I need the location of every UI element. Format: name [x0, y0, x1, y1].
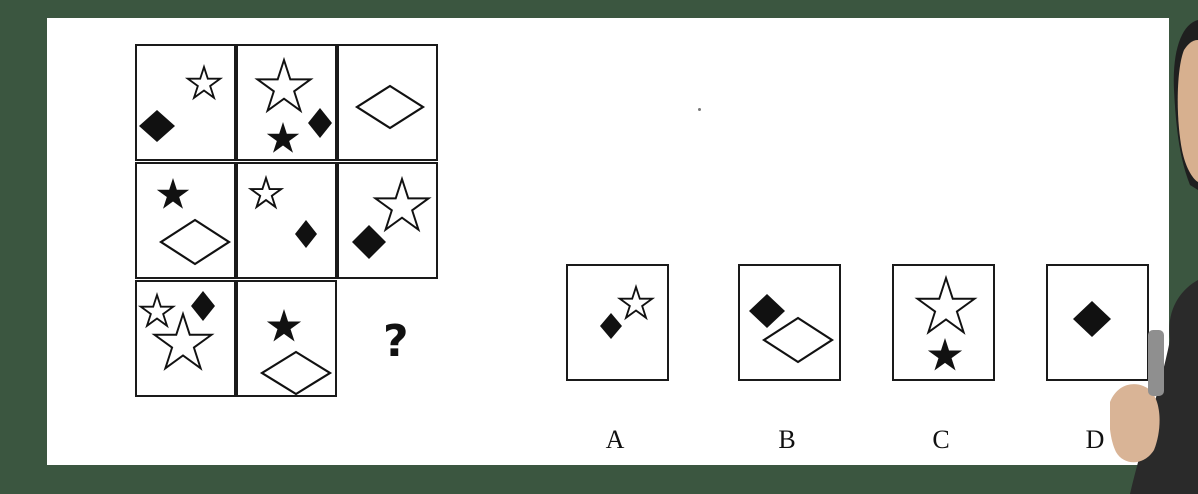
diamond-outline-icon [761, 316, 835, 364]
option-shapes [1073, 301, 1111, 337]
grid-cell-r1c1 [135, 44, 236, 161]
question-mark: ? [383, 316, 409, 367]
grid-cell-r1c3 [337, 44, 438, 161]
cell-shapes [139, 46, 236, 142]
diamond-outline-icon [158, 218, 232, 266]
cell-shapes [238, 164, 317, 248]
diamond-outline-icon [354, 84, 426, 130]
option-b-box[interactable] [738, 264, 841, 381]
diamond-filled-icon [1073, 301, 1111, 337]
option-c-label: C [932, 425, 950, 454]
diamond-filled-icon [749, 294, 785, 328]
option-b-label: B [778, 425, 796, 454]
option-d-label: D [1085, 425, 1105, 454]
option-shapes [894, 266, 993, 371]
option-shapes [749, 294, 835, 364]
cell-shapes [354, 84, 426, 130]
grid-cell-r2c3 [337, 162, 438, 279]
star-outline-icon [917, 278, 974, 332]
diamond-filled-icon [295, 220, 317, 248]
puzzle-grid: ? [135, 44, 440, 400]
option-shapes [600, 266, 667, 339]
diamond-filled-icon [352, 225, 386, 259]
cell-shapes [156, 178, 232, 266]
cell-shapes [238, 46, 332, 153]
star-filled-icon [266, 122, 300, 153]
diamond-filled-icon [308, 108, 332, 138]
grid-cell-r3c1 [135, 280, 236, 397]
grid-cell-r3c2 [236, 280, 337, 397]
star-outline-icon [620, 287, 652, 318]
star-outline-icon [257, 60, 310, 111]
option-a-box[interactable] [566, 264, 669, 381]
cell-shapes [259, 309, 333, 396]
cell-shapes [137, 282, 236, 397]
star-outline-icon [375, 179, 428, 230]
grid-cell-r1c2 [236, 44, 337, 161]
diamond-filled-icon [139, 110, 175, 142]
diamond-outline-icon [259, 350, 333, 396]
grid-cell-r3c3-missing: ? [337, 280, 438, 397]
star-outline-icon [188, 67, 220, 98]
star-filled-icon [156, 178, 190, 209]
grid-cell-r2c1 [135, 162, 236, 279]
star-outline-icon [141, 295, 173, 326]
presenter-figure [1110, 20, 1198, 494]
diamond-filled-icon [191, 291, 215, 321]
star-filled-icon [266, 309, 302, 342]
diamond-filled-icon [600, 313, 622, 339]
stray-dot [698, 108, 701, 111]
option-a-label: A [605, 425, 625, 454]
option-c-box[interactable] [892, 264, 995, 381]
star-outline-icon [251, 178, 281, 207]
grid-cell-r2c2 [236, 162, 337, 279]
cell-shapes [352, 164, 438, 259]
option-d-box[interactable] [1046, 264, 1149, 381]
star-filled-icon [927, 338, 963, 371]
